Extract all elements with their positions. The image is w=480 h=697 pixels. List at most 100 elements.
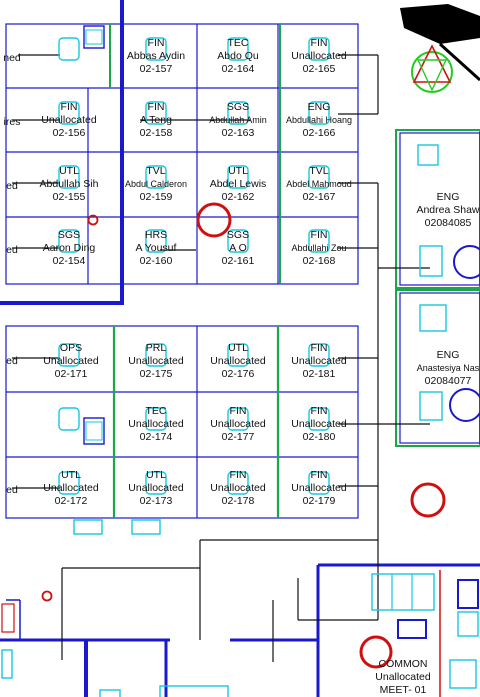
desk-d-e2[interactable]: OPS Unallocated 02-171 — [43, 342, 99, 380]
printer-icon — [83, 25, 105, 49]
desk-name: Unallocated — [43, 355, 99, 367]
desk-number: 02-177 — [222, 431, 255, 443]
desk-d-d2[interactable]: SGS Aaron Ding 02-154 — [43, 229, 96, 267]
desk-labels: ned FIN Abbas Aydin 02-157 TEC Abdo Qu 0… — [3, 37, 480, 696]
plant-icon — [411, 44, 453, 93]
desk-dept: SGS — [227, 101, 249, 113]
chair-icon — [308, 407, 330, 431]
desk-d-c4[interactable]: UTL Abdel Lewis 02-162 — [210, 165, 267, 203]
desk-number: 02-166 — [303, 127, 336, 139]
desk-d-a4[interactable]: FIN Unallocated 02-165 — [291, 37, 347, 75]
desk-name: Unallocated — [210, 418, 266, 430]
desk-number: 02-168 — [303, 255, 336, 267]
chair-icon — [308, 229, 330, 253]
desk-name: ed — [6, 484, 18, 496]
desk-number: 02-178 — [222, 495, 255, 507]
desk-d-a3[interactable]: TEC Abdo Qu 02-164 — [217, 37, 259, 75]
desk-d-a1[interactable]: ned — [3, 52, 21, 64]
desk-number: 02-154 — [53, 255, 86, 267]
desk-d-f5[interactable]: FIN Unallocated 02-180 — [291, 405, 347, 443]
marker-circle-icon — [410, 482, 446, 518]
desk-name: Unallocated — [291, 418, 347, 430]
desk-name: A O — [229, 242, 247, 254]
desk-d-g5[interactable]: FIN Unallocated 02-179 — [291, 469, 347, 507]
office-o-2[interactable]: ENG Anastesiya Nas 02084077 — [417, 349, 480, 387]
desk-d-c1[interactable]: ed — [6, 180, 18, 192]
desk-d-d4[interactable]: SGS A O 02-161 — [222, 229, 255, 267]
desk-dept: FIN — [230, 469, 247, 481]
desk-d-c2[interactable]: UTL Abdullah Sih 02-155 — [40, 165, 99, 203]
desk-dept: UTL — [146, 469, 166, 481]
desk-name: Unallocated — [128, 482, 184, 494]
chair-icon — [145, 229, 167, 253]
chair-icon — [227, 229, 249, 253]
desk-name: Abdo Qu — [217, 50, 259, 62]
desk-dept: SGS — [227, 229, 249, 241]
desk-block-outline — [5, 325, 359, 519]
office-wall — [399, 132, 480, 286]
chair-icon — [145, 471, 167, 495]
desk-d-d3[interactable]: HRS A Yousuf 02-160 — [136, 229, 177, 267]
desk-name: Unallocated — [43, 482, 99, 494]
desk-dept: UTL — [61, 469, 81, 481]
chair-icon — [227, 37, 249, 61]
desk-d-a2[interactable]: FIN Abbas Aydin 02-157 — [127, 37, 185, 75]
desk-number: 02-159 — [140, 191, 173, 203]
desk-dept: FIN — [311, 37, 328, 49]
desk-d-b4[interactable]: SGS Abdullah Amin 02-163 — [209, 101, 267, 139]
desk-number: 02-176 — [222, 368, 255, 380]
desk-name: Unallocated — [291, 355, 347, 367]
chair-icon — [58, 229, 80, 253]
bottom-furniture — [1, 519, 479, 697]
office-o-1[interactable]: ENG Andrea Shaw 02084085 — [416, 191, 479, 229]
desk-number: 02-164 — [222, 63, 255, 75]
office-wall — [395, 129, 480, 289]
desk-number: 02-173 — [140, 495, 173, 507]
meeting-dept: COMMON — [379, 658, 428, 670]
desk-dept: FIN — [311, 229, 328, 241]
desk-block-outline — [5, 23, 359, 285]
desk-dept: FIN — [61, 101, 78, 113]
desk-name: ed — [6, 244, 18, 256]
chair-icon — [227, 407, 249, 431]
desk-d-b3[interactable]: FIN A Teng 02-158 — [140, 101, 173, 139]
desk-d-g4[interactable]: FIN Unallocated 02-178 — [210, 469, 266, 507]
office-name: Anastesiya Nas — [417, 363, 480, 373]
desk-dept: FIN — [311, 405, 328, 417]
desk-dept: FIN — [311, 342, 328, 354]
chairs — [58, 37, 330, 495]
table-icon — [453, 245, 480, 279]
desk-d-c3[interactable]: TVL Abdul Calderon 02-159 — [125, 165, 187, 203]
chair-icon — [145, 343, 167, 367]
chair-icon — [227, 471, 249, 495]
desk-name: ned — [3, 52, 21, 64]
office-name: Andrea Shaw — [416, 204, 479, 216]
desk-number: 02-158 — [140, 127, 173, 139]
desk-d-b5[interactable]: ENG Abdullahi Hoang 02-166 — [286, 101, 352, 139]
desk-d-e4[interactable]: UTL Unallocated 02-176 — [210, 342, 266, 380]
desk-number: 02-171 — [55, 368, 88, 380]
desk-number: 02-162 — [222, 191, 255, 203]
desk-dept: TEC — [146, 405, 167, 417]
desk-d-g2[interactable]: UTL Unallocated 02-172 — [43, 469, 99, 507]
desk-number: 02-174 — [140, 431, 173, 443]
desk-d-c5[interactable]: TVL Abdel Mahmoud 02-167 — [286, 165, 352, 203]
desk-d-f3[interactable]: TEC Unallocated 02-174 — [128, 405, 184, 443]
office-furniture — [417, 144, 480, 422]
desk-d-g1[interactable]: ed — [6, 484, 18, 496]
desk-d-g3[interactable]: UTL Unallocated 02-173 — [128, 469, 184, 507]
desk-d-e5[interactable]: FIN Unallocated 02-181 — [291, 342, 347, 380]
desk-name: Abdul Calderon — [125, 179, 187, 189]
desk-d-b1[interactable]: ires — [4, 116, 21, 128]
desk-name: ed — [6, 180, 18, 192]
desk-d-b2[interactable]: FIN Unallocated 02-156 — [41, 101, 97, 139]
desk-d-d1[interactable]: ed — [6, 244, 18, 256]
desk-dept: FIN — [148, 37, 165, 49]
chair-icon — [58, 101, 80, 125]
desk-d-e3[interactable]: PRL Unallocated 02-175 — [128, 342, 184, 380]
desk-d-e1[interactable]: ed — [6, 355, 18, 367]
desk-name: Abdullah Amin — [209, 115, 267, 125]
desk-d-d5[interactable]: FIN Abdullahi Zou 02-168 — [291, 229, 346, 267]
meeting-room[interactable]: COMMON Unallocated MEET- 01 — [375, 658, 431, 696]
desk-d-f4[interactable]: FIN Unallocated 02-177 — [210, 405, 266, 443]
